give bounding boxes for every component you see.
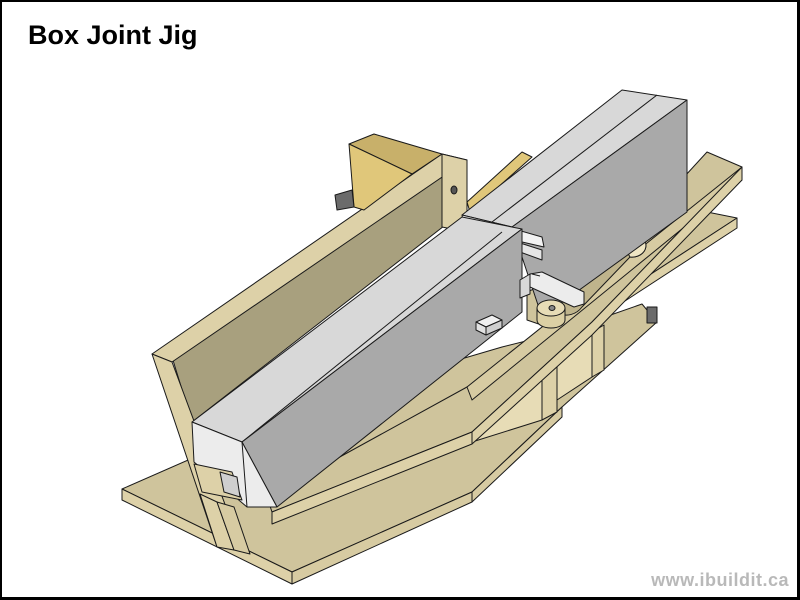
left-rail: [191, 216, 523, 508]
end-bracket: [193, 463, 251, 555]
watermark-link[interactable]: www.ibuildit.ca: [651, 570, 789, 590]
support-block: [475, 314, 503, 336]
page-title: Box Joint Jig: [28, 20, 198, 50]
stop-knob: [536, 299, 566, 329]
far-bracket: [334, 133, 533, 213]
adjustment-arm: [519, 271, 585, 308]
